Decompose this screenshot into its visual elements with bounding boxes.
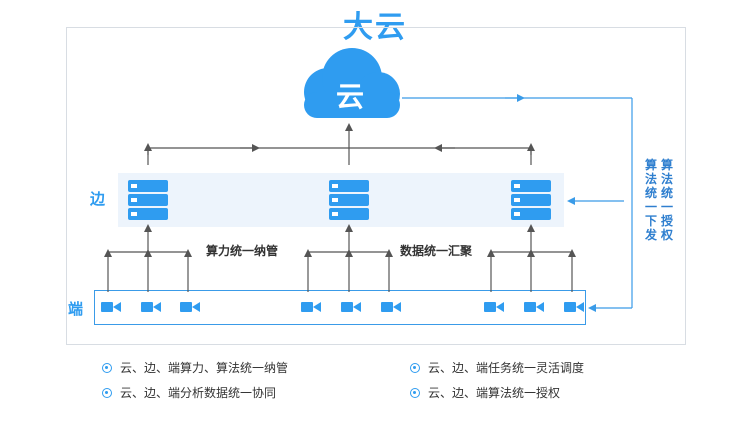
cloud-edge-connectors (144, 123, 535, 165)
legend-item: 云、边、端分析数据统一协同 (102, 384, 276, 401)
side-label-authorize: 算法统一授权 (660, 158, 673, 242)
annotation-compute: 算力统一纳管 (206, 244, 279, 258)
cloud-icon (304, 48, 400, 118)
diagram-frame (66, 27, 686, 345)
algorithm-loop-connector (402, 94, 633, 312)
legend-item: 云、边、端算法统一授权 (410, 384, 560, 401)
legend-item: 云、边、端算力、算法统一纳管 (102, 359, 288, 376)
annotation-data: 数据统一汇聚 (400, 244, 473, 258)
radio-bullet-icon (102, 362, 112, 373)
server-icon (329, 180, 369, 220)
radio-bullet-icon (410, 387, 420, 398)
cloud-label: 云 (336, 80, 364, 113)
legend-label: 云、边、端任务统一灵活调度 (428, 361, 585, 375)
legend-label: 云、边、端算法统一授权 (428, 386, 561, 400)
radio-bullet-icon (410, 362, 420, 373)
server-icon (511, 180, 551, 220)
legend-label: 云、边、端算力、算法统一纳管 (120, 361, 289, 375)
camera-icon (101, 302, 584, 312)
side-label-dispatch: 算法统一下发 (644, 158, 657, 242)
edge-device-connectors (104, 224, 576, 292)
legend-label: 云、边、端分析数据统一协同 (120, 386, 277, 400)
legend-item: 云、边、端任务统一灵活调度 (410, 359, 584, 376)
tier-label-edge: 边 (90, 190, 106, 208)
radio-bullet-icon (102, 387, 112, 398)
tier-label-device: 端 (68, 300, 84, 318)
server-icon (128, 180, 168, 220)
